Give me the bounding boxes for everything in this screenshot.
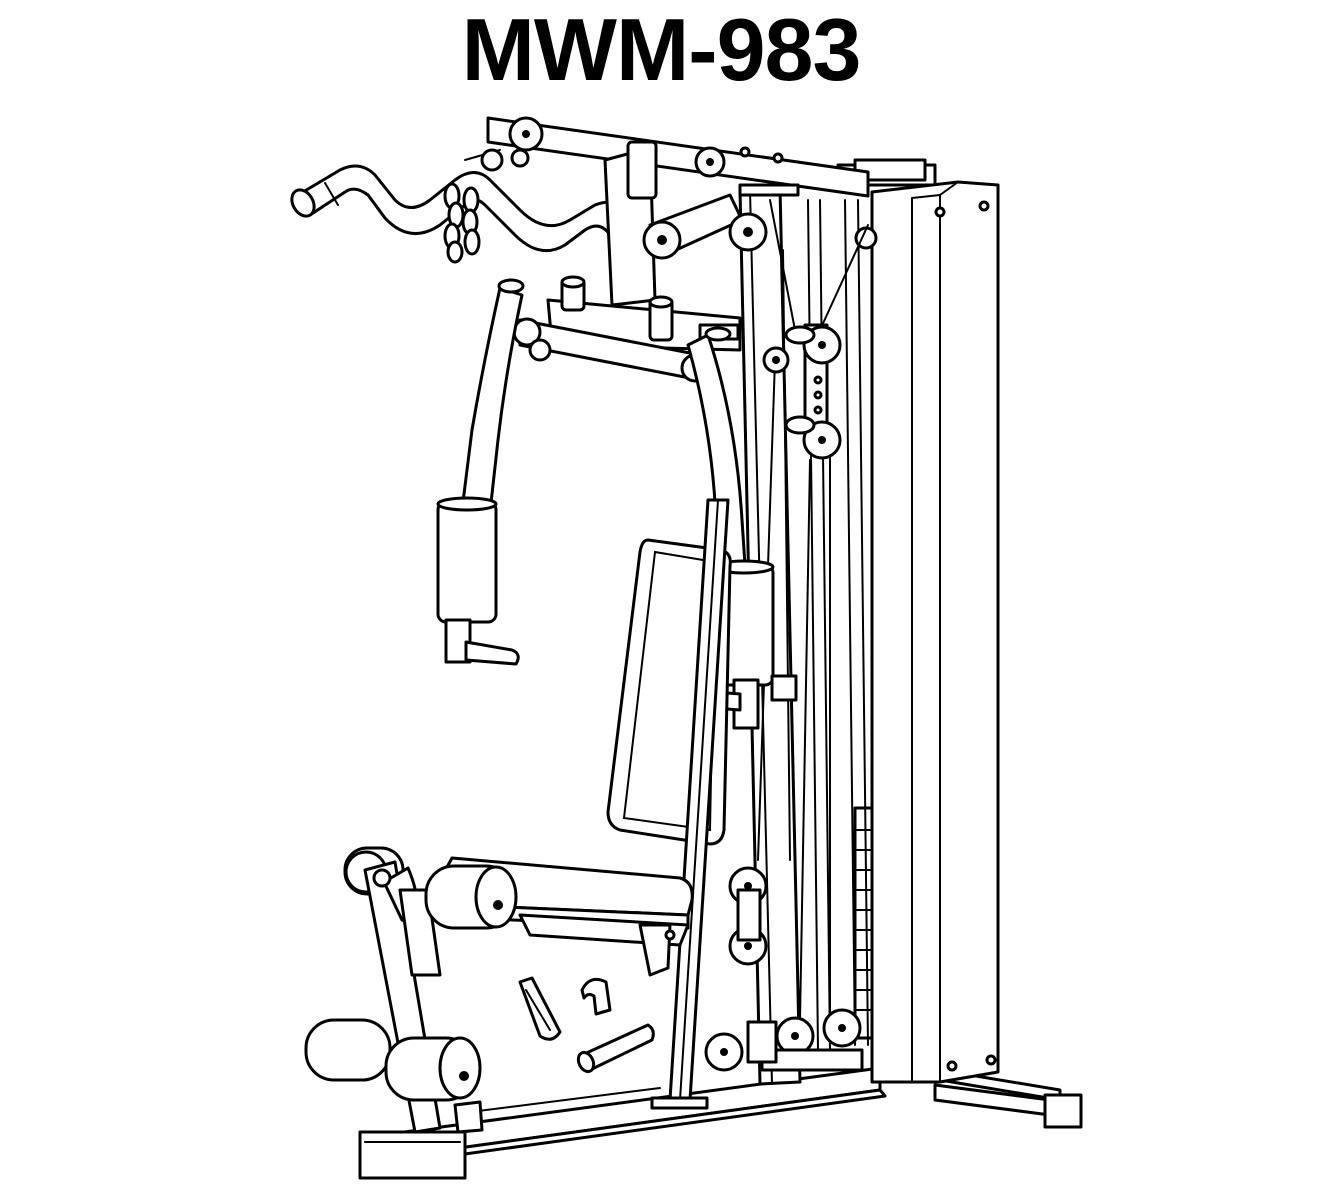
top-beam	[486, 116, 870, 198]
low-handle	[576, 1023, 655, 1074]
mid-pulley-block	[784, 323, 842, 460]
base-frame	[358, 1066, 1083, 1180]
upper-pulley-arm	[603, 140, 878, 307]
chain	[443, 148, 504, 264]
left-press-arm	[436, 278, 525, 666]
model-title: MWM-983	[461, 0, 862, 99]
lower-pulleys	[704, 866, 864, 1072]
ankle-strap-accessory	[518, 976, 562, 1041]
clip-accessory	[580, 977, 612, 1016]
weight-stack-shroud	[836, 158, 1000, 1084]
guide-rods	[807, 199, 869, 1051]
leg-extension	[304, 846, 661, 1134]
